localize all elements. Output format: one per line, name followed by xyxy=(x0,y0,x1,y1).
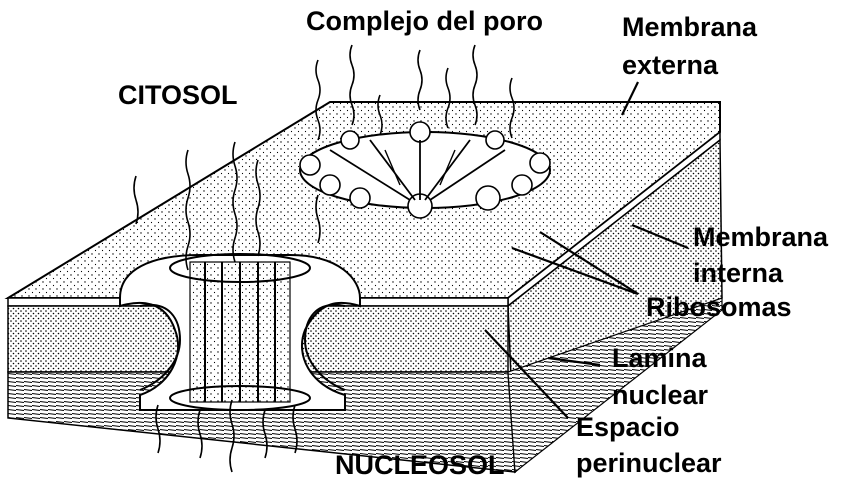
label-outer-membrane-line1: Membrana xyxy=(622,12,758,42)
pointer-ribosome-2 xyxy=(511,246,639,296)
nuclear-lamina-front xyxy=(7,297,723,474)
label-lamina-line2: nuclear xyxy=(612,380,709,410)
label-perinuclear-line2: perinuclear xyxy=(576,448,722,478)
pore-cross-section xyxy=(119,253,361,411)
pointer-ribosome-1 xyxy=(539,231,639,295)
pointer-lines xyxy=(484,81,689,419)
pointer-outer-membrane xyxy=(621,81,639,116)
label-pore-complex: Complejo del poro xyxy=(306,6,544,36)
pointer-lamina xyxy=(547,356,601,367)
label-inner-membrane-line2: interna xyxy=(693,258,784,288)
pore-complex-top xyxy=(299,121,551,219)
pointer-perinuclear xyxy=(484,329,569,419)
label-perinuclear-line1: Espacio xyxy=(576,412,680,442)
label-inner-membrane-line1: Membrana xyxy=(693,222,829,252)
pointer-inner-membrane xyxy=(631,223,689,250)
pore-filaments xyxy=(133,44,515,473)
label-nucleosol: NUCLEOSOL xyxy=(335,450,505,480)
label-cytosol: CITOSOL xyxy=(118,80,238,110)
label-lamina-line1: Lamina xyxy=(612,343,707,373)
label-ribosomes: Ribosomas xyxy=(646,292,792,322)
label-outer-membrane-line2: externa xyxy=(622,50,719,80)
